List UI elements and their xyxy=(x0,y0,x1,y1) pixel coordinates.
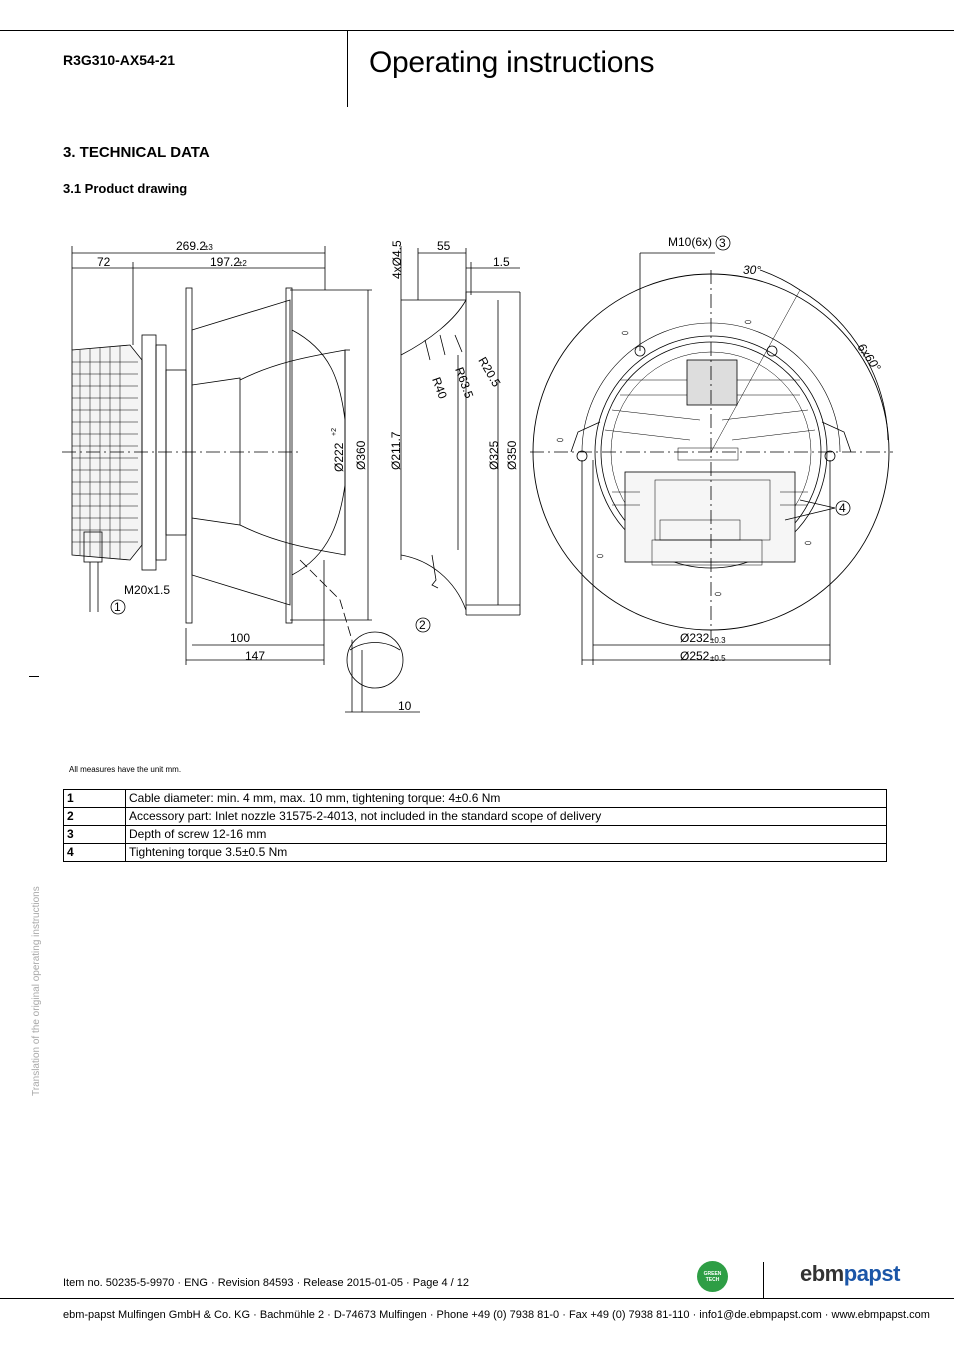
header-divider xyxy=(347,30,348,107)
note-text: Accessory part: Inlet nozzle 31575-2-401… xyxy=(125,807,887,826)
dim-252: Ø252 xyxy=(680,649,710,663)
document-title: Operating instructions xyxy=(369,46,655,79)
table-row: 1 Cable diameter: min. 4 mm, max. 10 mm,… xyxy=(63,789,887,808)
logo-divider xyxy=(763,1262,764,1298)
dim-232-tol: ±0.3 xyxy=(710,636,726,645)
greentech-badge-icon: GREEN TECH xyxy=(697,1261,728,1292)
footer-rule xyxy=(0,1298,954,1299)
margin-mark xyxy=(29,676,39,677)
logo-part-ebm: ebm xyxy=(800,1261,844,1286)
note-text: Cable diameter: min. 4 mm, max. 10 mm, t… xyxy=(125,789,887,808)
callout-1: 1 xyxy=(114,600,121,614)
dim-232: Ø232 xyxy=(680,631,710,645)
callout-4: 4 xyxy=(839,501,846,515)
logo-part-papst: papst xyxy=(843,1261,901,1286)
dim-100: 100 xyxy=(230,631,250,645)
table-row: 3 Depth of screw 12-16 mm xyxy=(63,825,887,844)
company-logo: ebmpapst xyxy=(800,1261,900,1287)
dim-222-tol: +2 xyxy=(331,428,338,436)
note-number: 2 xyxy=(63,807,126,826)
dim-r63: R63.5 xyxy=(452,365,476,400)
dim-55: 55 xyxy=(437,239,451,253)
note-text: Depth of screw 12-16 mm xyxy=(125,825,887,844)
note-text: Tightening torque 3.5±0.5 Nm xyxy=(125,843,887,862)
footer-address: ebm-papst Mulfingen GmbH & Co. KG · Bach… xyxy=(63,1309,930,1321)
dim-72: 72 xyxy=(97,255,111,269)
dim-360: Ø360 xyxy=(354,440,368,470)
product-drawing: 269.2 ±3 72 197.2 ±2 55 1.5 M20x1.5 100 … xyxy=(62,235,893,713)
dim-252-tol: ±0.5 xyxy=(710,654,726,663)
notes-table: 1 Cable diameter: min. 4 mm, max. 10 mm,… xyxy=(63,789,887,862)
note-number: 1 xyxy=(63,789,126,808)
dim-350: Ø350 xyxy=(505,440,519,470)
header-rule xyxy=(0,30,954,31)
dim-222: Ø222 xyxy=(332,442,346,472)
dim-r20: R20.5 xyxy=(475,355,503,390)
dim-1-5: 1.5 xyxy=(493,255,510,269)
callout-3: 3 xyxy=(719,236,726,250)
translation-note: Translation of the original operating in… xyxy=(31,886,42,1096)
units-note: All measures have the unit mm. xyxy=(69,765,182,774)
dim-269: 269.2 xyxy=(176,239,206,253)
note-number: 3 xyxy=(63,825,126,844)
dim-r40: R40 xyxy=(429,375,450,401)
footer-item-info: Item no. 50235-5-9970 · ENG · Revision 8… xyxy=(63,1277,470,1289)
dim-269-tol: ±3 xyxy=(204,243,213,252)
dim-m10: M10(6x) xyxy=(668,235,712,249)
greentech-badge-label: GREEN TECH xyxy=(703,1271,722,1283)
dim-30-deg: 30° xyxy=(743,263,761,277)
callout-2: 2 xyxy=(419,618,426,632)
dim-197-tol: ±2 xyxy=(238,259,247,268)
dim-4x-hole: 4xØ4.5 xyxy=(390,240,404,279)
table-row: 2 Accessory part: Inlet nozzle 31575-2-4… xyxy=(63,807,887,826)
dim-211: Ø211.7 xyxy=(389,431,403,470)
dim-147: 147 xyxy=(245,649,265,663)
subsection-heading: 3.1 Product drawing xyxy=(63,181,188,196)
note-number: 4 xyxy=(63,843,126,862)
dim-197: 197.2 xyxy=(210,255,240,269)
dim-m20: M20x1.5 xyxy=(124,583,170,597)
model-number: R3G310-AX54-21 xyxy=(63,52,176,68)
dim-10: 10 xyxy=(398,699,412,713)
section-heading: 3. TECHNICAL DATA xyxy=(63,144,210,161)
dim-325: Ø325 xyxy=(487,440,501,470)
dim-6x60-deg: 6x60° xyxy=(855,341,884,374)
table-row: 4 Tightening torque 3.5±0.5 Nm xyxy=(63,843,887,862)
